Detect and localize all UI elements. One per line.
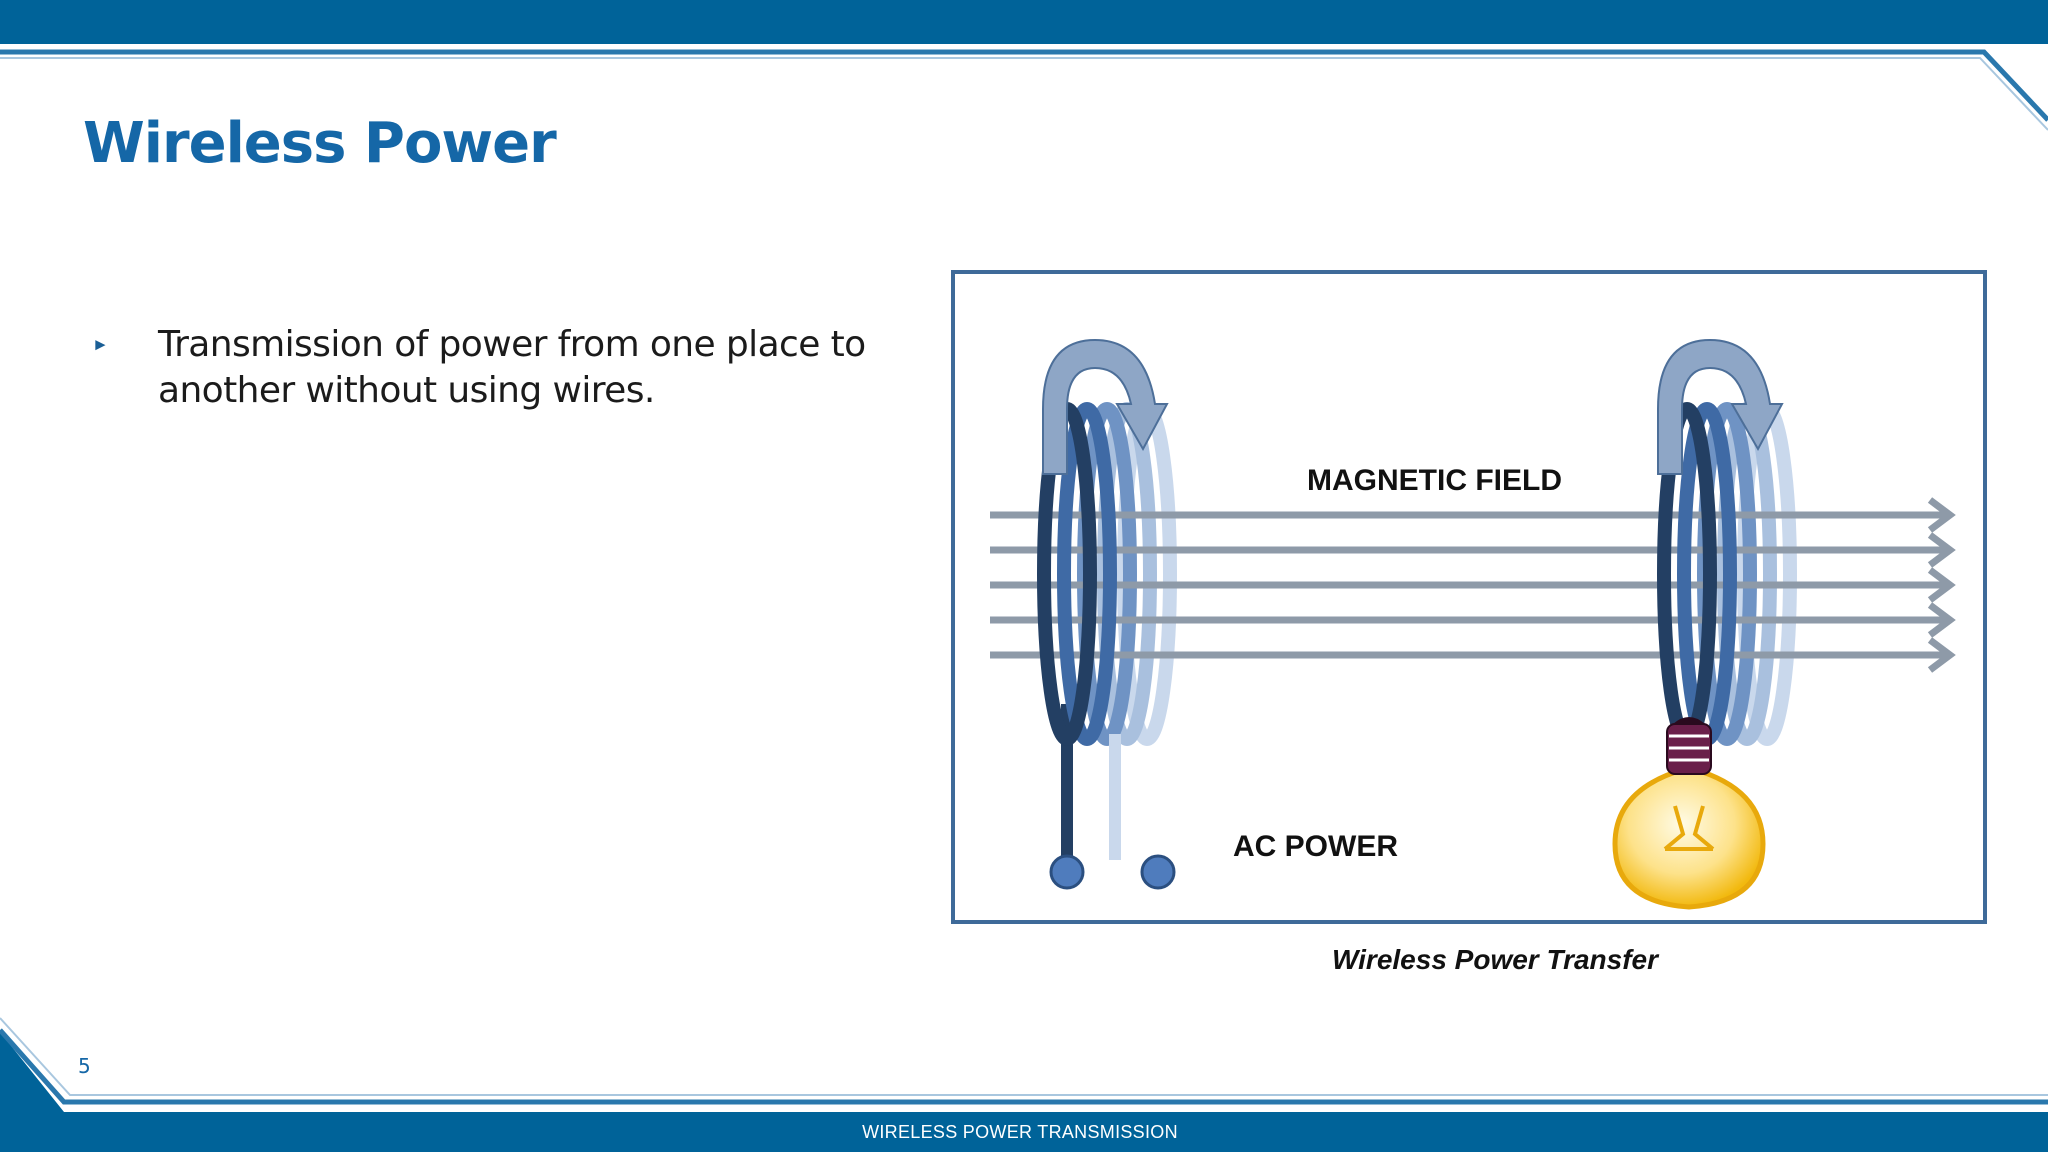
ac-power-label: AC POWER (1233, 830, 1398, 863)
terminal-dot (1140, 854, 1176, 890)
figure-caption: Wireless Power Transfer (1331, 944, 1659, 975)
light-bulb-icon (1612, 717, 1766, 910)
bullet-item: ► Transmission of power from one place t… (92, 322, 912, 414)
bullet-text: Transmission of power from one place to … (158, 324, 866, 411)
rotation-arrow-icon (1657, 338, 1784, 475)
footer-text: WIRELESS POWER TRANSMISSION (862, 1122, 1178, 1142)
rotation-arrow-icon (1042, 338, 1169, 475)
figure-frame: MAGNETIC FIELD AC POWER (951, 270, 1987, 924)
wireless-power-diagram (990, 338, 1956, 910)
top-band (0, 0, 2048, 44)
terminal-dot (1049, 854, 1085, 890)
bullet-triangle-icon: ► (92, 335, 109, 354)
top-accent-line (0, 49, 2048, 122)
bullet-list: ► Transmission of power from one place t… (92, 322, 912, 414)
bottom-accent-line (0, 1028, 2048, 1105)
top-accent-line-thin (0, 57, 2048, 131)
magnetic-field-label: MAGNETIC FIELD (1307, 464, 1562, 497)
page-number: 5 (78, 1054, 91, 1078)
magnetic-field-lines (990, 497, 1956, 673)
slide-title: Wireless Power (83, 111, 557, 176)
bottom-accent-line-thin (0, 1017, 2048, 1096)
bottom-band (0, 1032, 2048, 1152)
